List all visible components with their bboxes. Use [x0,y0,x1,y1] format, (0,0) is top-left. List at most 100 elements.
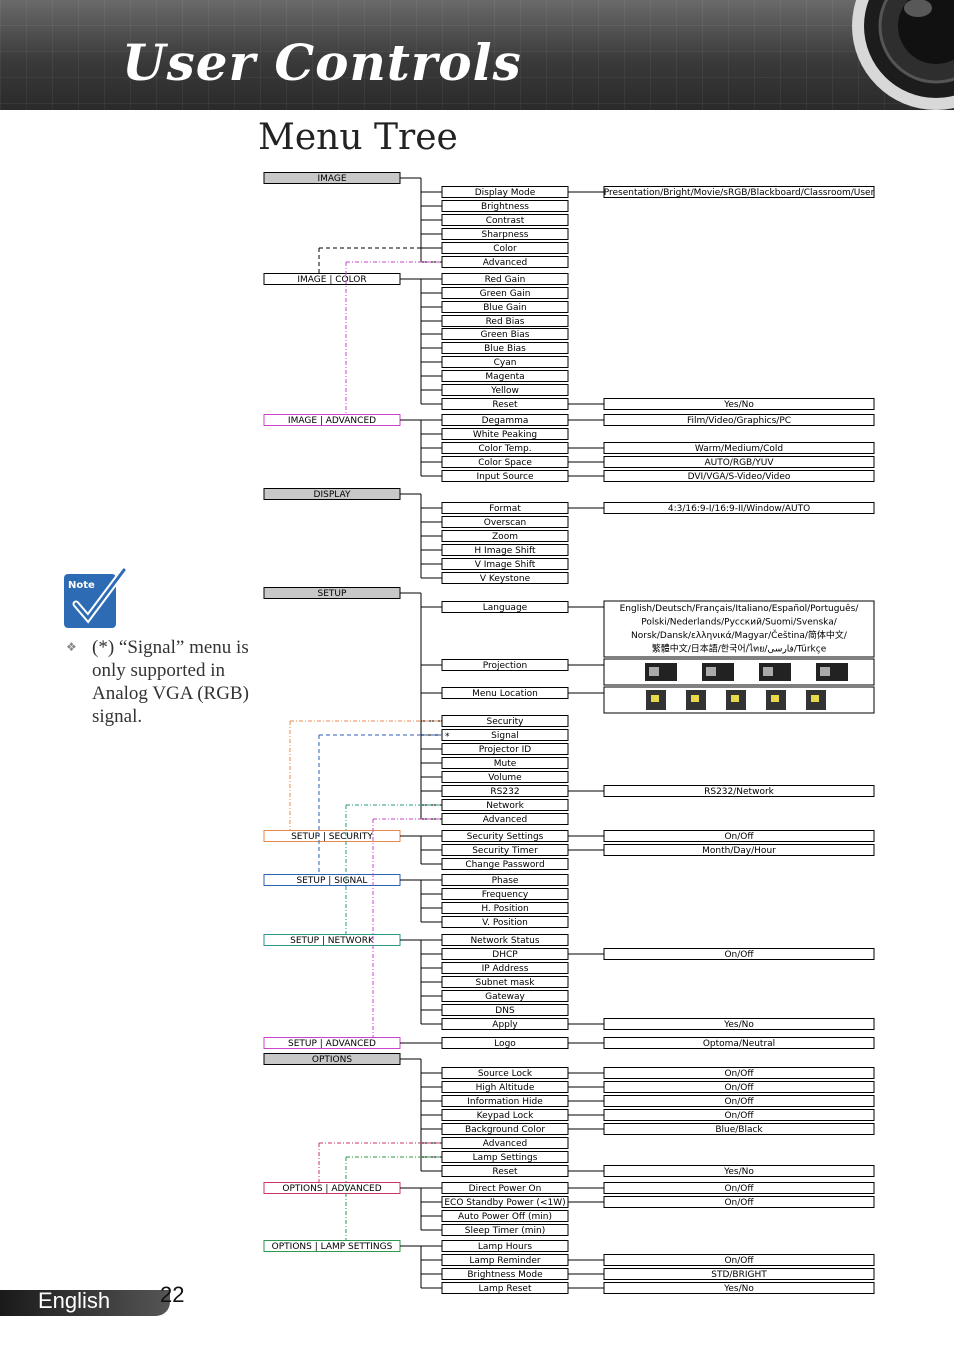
menu-location-icon-marker [651,695,659,702]
menu-item-label: Color Temp. [478,444,531,454]
menu-item-label: Background Color [465,1125,545,1135]
header-grid-texture [0,0,954,110]
value-label: Yes/No [723,400,754,410]
value-label: AUTO/RGB/YUV [704,458,774,468]
footer-language: English [38,1288,111,1313]
menu-location-icon-marker [811,695,819,702]
menu-item-box [441,228,569,240]
menu-item-label: Keypad Lock [477,1111,534,1121]
note-text: (*) “Signal” menu is only supported in A… [92,637,249,727]
footer-bar [0,1290,170,1316]
menu-item-label: Green Bias [481,330,530,340]
menu-item-label: Language [483,603,528,613]
menu-item-label: Lamp Settings [473,1153,538,1163]
menu-item-label: Red Bias [486,317,525,327]
menu-item-box [441,558,569,570]
page-title: Menu Tree [258,117,458,158]
menu-item-label: RS232 [490,787,519,797]
menu-item-label: Color Space [478,458,532,468]
value-label: On/Off [724,1083,754,1093]
menu-item-box [441,1210,569,1222]
menu-location-icon-marker [771,695,779,702]
menu-item-label: High Altitude [476,1083,535,1093]
menu-item-label: Format [489,504,521,514]
sub-menu-label: OPTIONS | ADVANCED [282,1184,381,1194]
menu-item-box [441,328,569,340]
menu-item-label: Brightness [481,202,529,212]
menu-item-label: Security [487,717,525,727]
menu-item-label: Brightness Mode [467,1270,543,1280]
value-label: On/Off [724,1069,754,1079]
value-label: Presentation/Bright/Movie/sRGB/Blackboar… [604,188,875,198]
value-label: On/Off [724,832,754,842]
menu-item-box [441,874,569,886]
value-label: Blue/Black [715,1125,763,1135]
menu-item-label: Subnet mask [476,978,536,988]
menu-item-box [441,530,569,542]
sub-menu-label: SETUP | NETWORK [290,936,375,946]
menu-item-label: V. Position [482,918,528,928]
menu-item-label: Color [493,244,517,254]
menu-item-label: Projection [483,661,528,671]
value-label: On/Off [724,1184,754,1194]
sub-menu-label: SETUP | ADVANCED [288,1039,376,1049]
value-label: DVI/VGA/S-Video/Video [688,472,791,482]
value-label: STD/BRIGHT [711,1270,767,1280]
menu-item-label: White Peaking [473,430,537,440]
language-line: 繁體中文/日本語/한국어/ไทย/فارسی/Türkçe [652,643,827,655]
menu-item-box [441,356,569,368]
page-header: User Controls [0,0,954,110]
projection-mode-icon-detail [763,667,773,676]
value-label: Film/Video/Graphics/PC [687,416,791,426]
menu-item-label: DHCP [492,950,518,960]
menu-item-box [441,287,569,299]
menu-item-box [441,1240,569,1252]
footer-page-number: 22 [160,1282,185,1307]
menu-item-label: Reset [492,400,518,410]
value-label: On/Off [724,1097,754,1107]
menu-item-box [441,990,569,1002]
menu-item-label: Reset [492,1167,518,1177]
menu-item-box [441,342,569,354]
menu-item-box [441,200,569,212]
menu-item-label: H. Position [481,904,528,914]
menu-location-icon-marker [731,695,739,702]
language-line: Norsk/Dansk/ελληνικά/Magyar/Čeština/简体中文… [631,629,848,641]
menu-item-label: Blue Bias [484,344,526,354]
menu-item-label: Apply [492,1020,518,1030]
menu-item-label: Overscan [484,518,527,528]
menu-item-label: Gateway [485,992,525,1002]
value-label: Optoma/Neutral [703,1039,775,1049]
menu-item-label: Lamp Reminder [469,1256,540,1266]
menu-item-box [441,902,569,914]
menu-item-label: Degamma [482,416,529,426]
menu-item-label: Information Hide [467,1097,543,1107]
menu-item-label: Sharpness [482,230,529,240]
menu-item-label: Contrast [486,216,525,226]
menu-item-box [441,757,569,769]
value-label: Month/Day/Hour [702,846,776,856]
menu-item-label: ECO Standby Power (<1W) [444,1198,565,1208]
sub-menu-label: IMAGE | COLOR [297,275,366,285]
top-menu-label: IMAGE [317,174,346,184]
menu-item-label: Direct Power On [469,1184,542,1194]
menu-item-label: Lamp Reset [478,1284,531,1294]
menu-item-box [441,214,569,226]
menu-item-box [441,370,569,382]
projector-lens-icon [852,0,954,110]
menu-item-label: DNS [495,1006,515,1016]
value-label: RS232/Network [704,787,775,797]
menu-item-label: Advanced [483,1139,527,1149]
menu-item-label: Mute [494,759,517,769]
note-check-icon: Note [64,568,128,628]
menu-item-label: Security Settings [467,832,544,842]
language-line: Polski/Nederlands/Русский/Suomi/Svenska/ [641,618,837,628]
menu-item-label: Lamp Hours [478,1242,533,1252]
menu-item-box [441,1224,569,1236]
projection-mode-icon-detail [706,667,716,676]
language-values-box [603,600,875,658]
menu-item-label: Sleep Timer (min) [465,1226,545,1236]
menu-item-box [441,771,569,783]
value-label: 4:3/16:9-I/16:9-II/Window/AUTO [668,504,810,514]
menu-item-box [441,799,569,811]
